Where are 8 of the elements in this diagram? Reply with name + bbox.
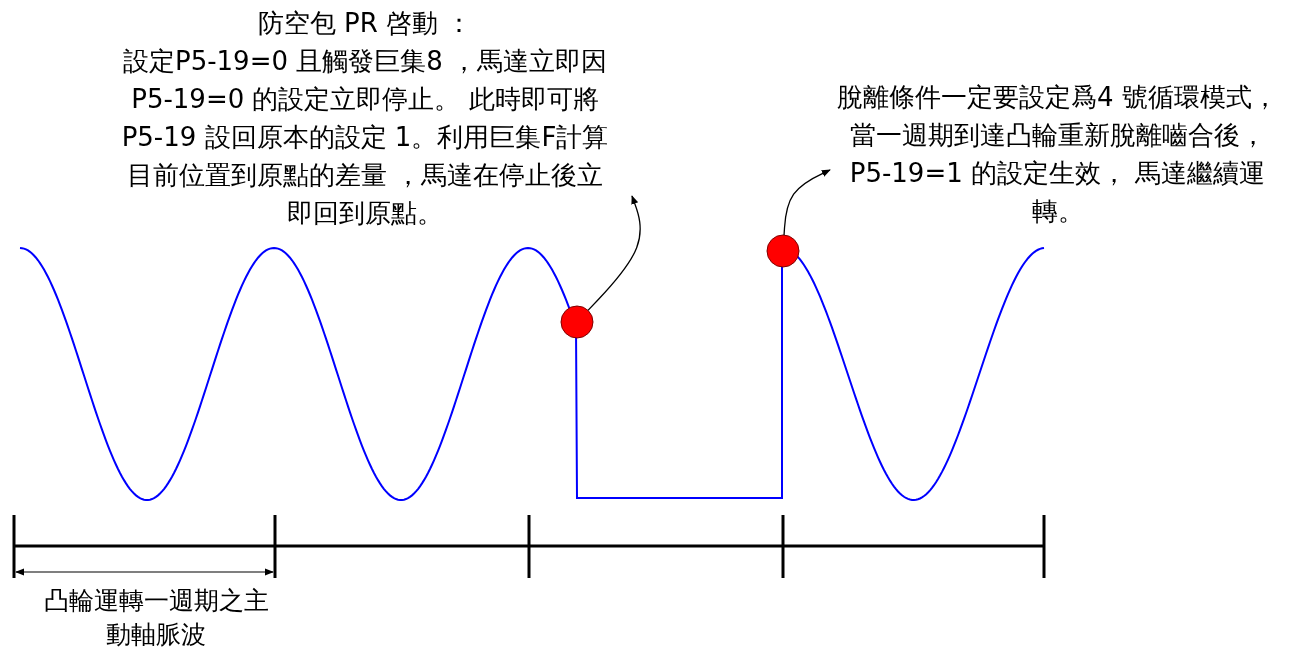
dimension-label: 凸輪運轉一週期之主動軸脈波 xyxy=(42,585,270,651)
annotation-text: 設定P5-19=0 且觸發巨集8 ，馬達立即因P5-19=0 的設定立即停止。 此時即可將P5-19 設回原本的設定 1。利用巨集F計算目前位置到原點的差量 ，馬達在停止後立即回到原點。 xyxy=(120,45,610,230)
arrow xyxy=(783,169,831,236)
annotation-text: 脫離條件一定要設定爲4 號循環模式，當一週期到達凸輪重新脫離嚙合後，P5-19=1 的設定生效， 馬達繼續運轉。 xyxy=(836,81,1279,228)
marker-dot xyxy=(560,305,594,339)
marker-dot xyxy=(766,234,800,268)
arrow xyxy=(587,195,641,312)
annotation-heading: 防空包 PR 啓動 ： xyxy=(256,7,474,40)
